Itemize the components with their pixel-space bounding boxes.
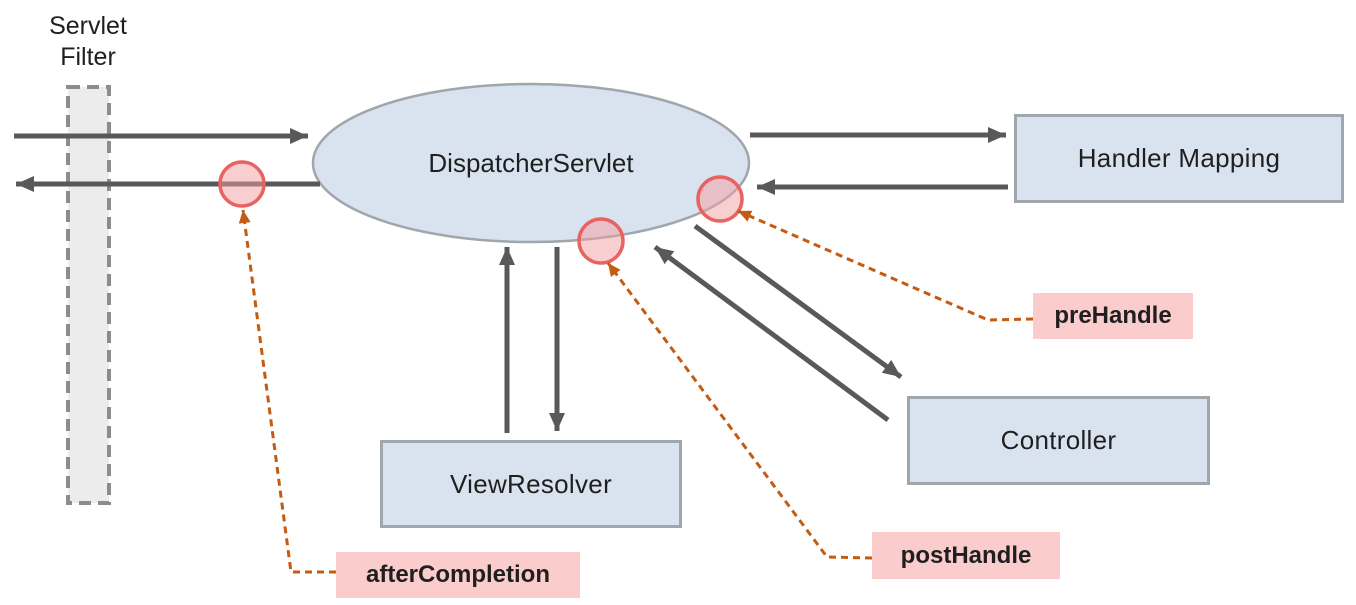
handler-mapping-node: Handler Mapping [1014, 114, 1344, 203]
servlet-filter-label: Servlet Filter [23, 8, 153, 76]
pre-handle-chip: preHandle [1033, 293, 1193, 339]
post-handle-point-circle [577, 217, 625, 265]
controller-label: Controller [1000, 425, 1117, 455]
post-handle-chip: postHandle [872, 532, 1060, 579]
post-handle-connector [606, 262, 873, 560]
servlet-filter-bar [66, 85, 111, 505]
handler-mapping-label: Handler Mapping [1077, 143, 1281, 173]
after-completion-chip: afterCompletion [336, 552, 580, 598]
after-completion-point-circle [218, 160, 266, 208]
after-completion-connector [238, 209, 336, 574]
pre-handle-point-circle [696, 175, 744, 223]
controller-node: Controller [907, 396, 1210, 485]
from-controller-arrow [653, 244, 890, 423]
view-resolver-label: ViewResolver [449, 468, 613, 499]
view-resolver-node: ViewResolver [380, 440, 682, 528]
dispatcher-servlet-label: DispatcherServlet [428, 147, 634, 178]
dispatcher-servlet-ellipse [311, 82, 751, 244]
servlet-filter-label-line1: Servlet [49, 11, 127, 40]
servlet-filter-label-line2: Filter [60, 43, 116, 71]
pre-handle-connector [737, 209, 1034, 322]
to-controller-arrow [693, 223, 903, 380]
